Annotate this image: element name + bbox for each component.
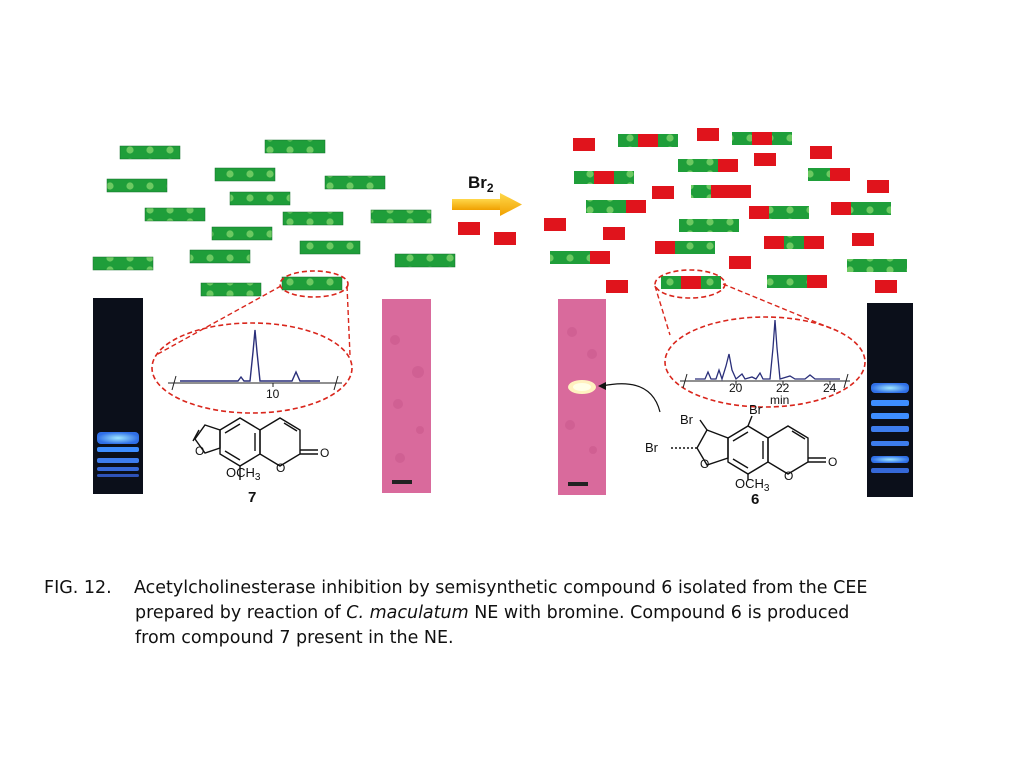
caption-line-3: from compound 7 present in the NE. (44, 626, 980, 651)
compound-7-number: 7 (248, 489, 256, 506)
caption-text-2a: prepared by reaction of (135, 603, 347, 623)
caption-text-2b: NE with bromine. Compound 6 is produced (468, 603, 850, 623)
right-chromatogram-ticks: 20 22 24 min (729, 381, 837, 407)
structure-6-br-left: Br (645, 440, 659, 455)
right-tlc-plate (867, 303, 913, 497)
right-zoom-callout (654, 269, 866, 408)
figure-caption: FIG. 12. Acetylcholinesterase inhibition … (44, 576, 980, 651)
spot-pointer-arrow (601, 383, 661, 413)
left-tlc-plate (93, 298, 143, 494)
compound-6-number: 6 (751, 491, 759, 508)
left-chromatogram (168, 329, 342, 391)
structure-6-lactone-o: O (784, 469, 793, 483)
right-axis-unit: min (770, 393, 789, 407)
left-chromatogram-tick: 10 (266, 387, 280, 401)
caption-text-3: from compound 7 present in the NE. (135, 628, 454, 648)
structure-6-carbonyl-o: O (828, 455, 837, 469)
reaction-arrow (452, 193, 522, 216)
right-pink-plate (558, 299, 606, 495)
structure-7-lactone-o: O (276, 461, 285, 475)
structure-7 (192, 417, 318, 480)
right-tick-20: 20 (729, 381, 743, 395)
structure-6-br-upper-left: Br (680, 412, 694, 427)
caption-text-1: Acetylcholinesterase inhibition by semis… (134, 578, 868, 598)
right-tick-22: 22 (776, 381, 790, 395)
left-zoom-callout (151, 270, 353, 414)
structure-6-br-top: Br (749, 402, 763, 417)
structure-6 (670, 415, 826, 480)
reagent-label: Br2 (468, 173, 494, 195)
structure-6-substituent: OCH3 (735, 476, 770, 494)
structure-7-substituent: OCH3 (226, 465, 261, 483)
structure-7-carbonyl-o: O (320, 446, 329, 460)
caption-label: FIG. 12. (44, 578, 112, 598)
caption-line-2: prepared by reaction of C. maculatum NE … (44, 601, 980, 626)
left-pink-plate (382, 299, 431, 493)
left-green-blocks (92, 139, 456, 297)
caption-line-1: FIG. 12. Acetylcholinesterase inhibition … (44, 576, 980, 601)
caption-species: C. maculatum (346, 603, 469, 623)
structure-7-ring-o: O (195, 444, 204, 458)
structure-6-ring-o: O (700, 457, 709, 471)
right-tick-24: 24 (823, 381, 837, 395)
figure: Br2 (92, 128, 913, 508)
right-blocks (458, 128, 907, 293)
right-chromatogram (680, 319, 850, 389)
